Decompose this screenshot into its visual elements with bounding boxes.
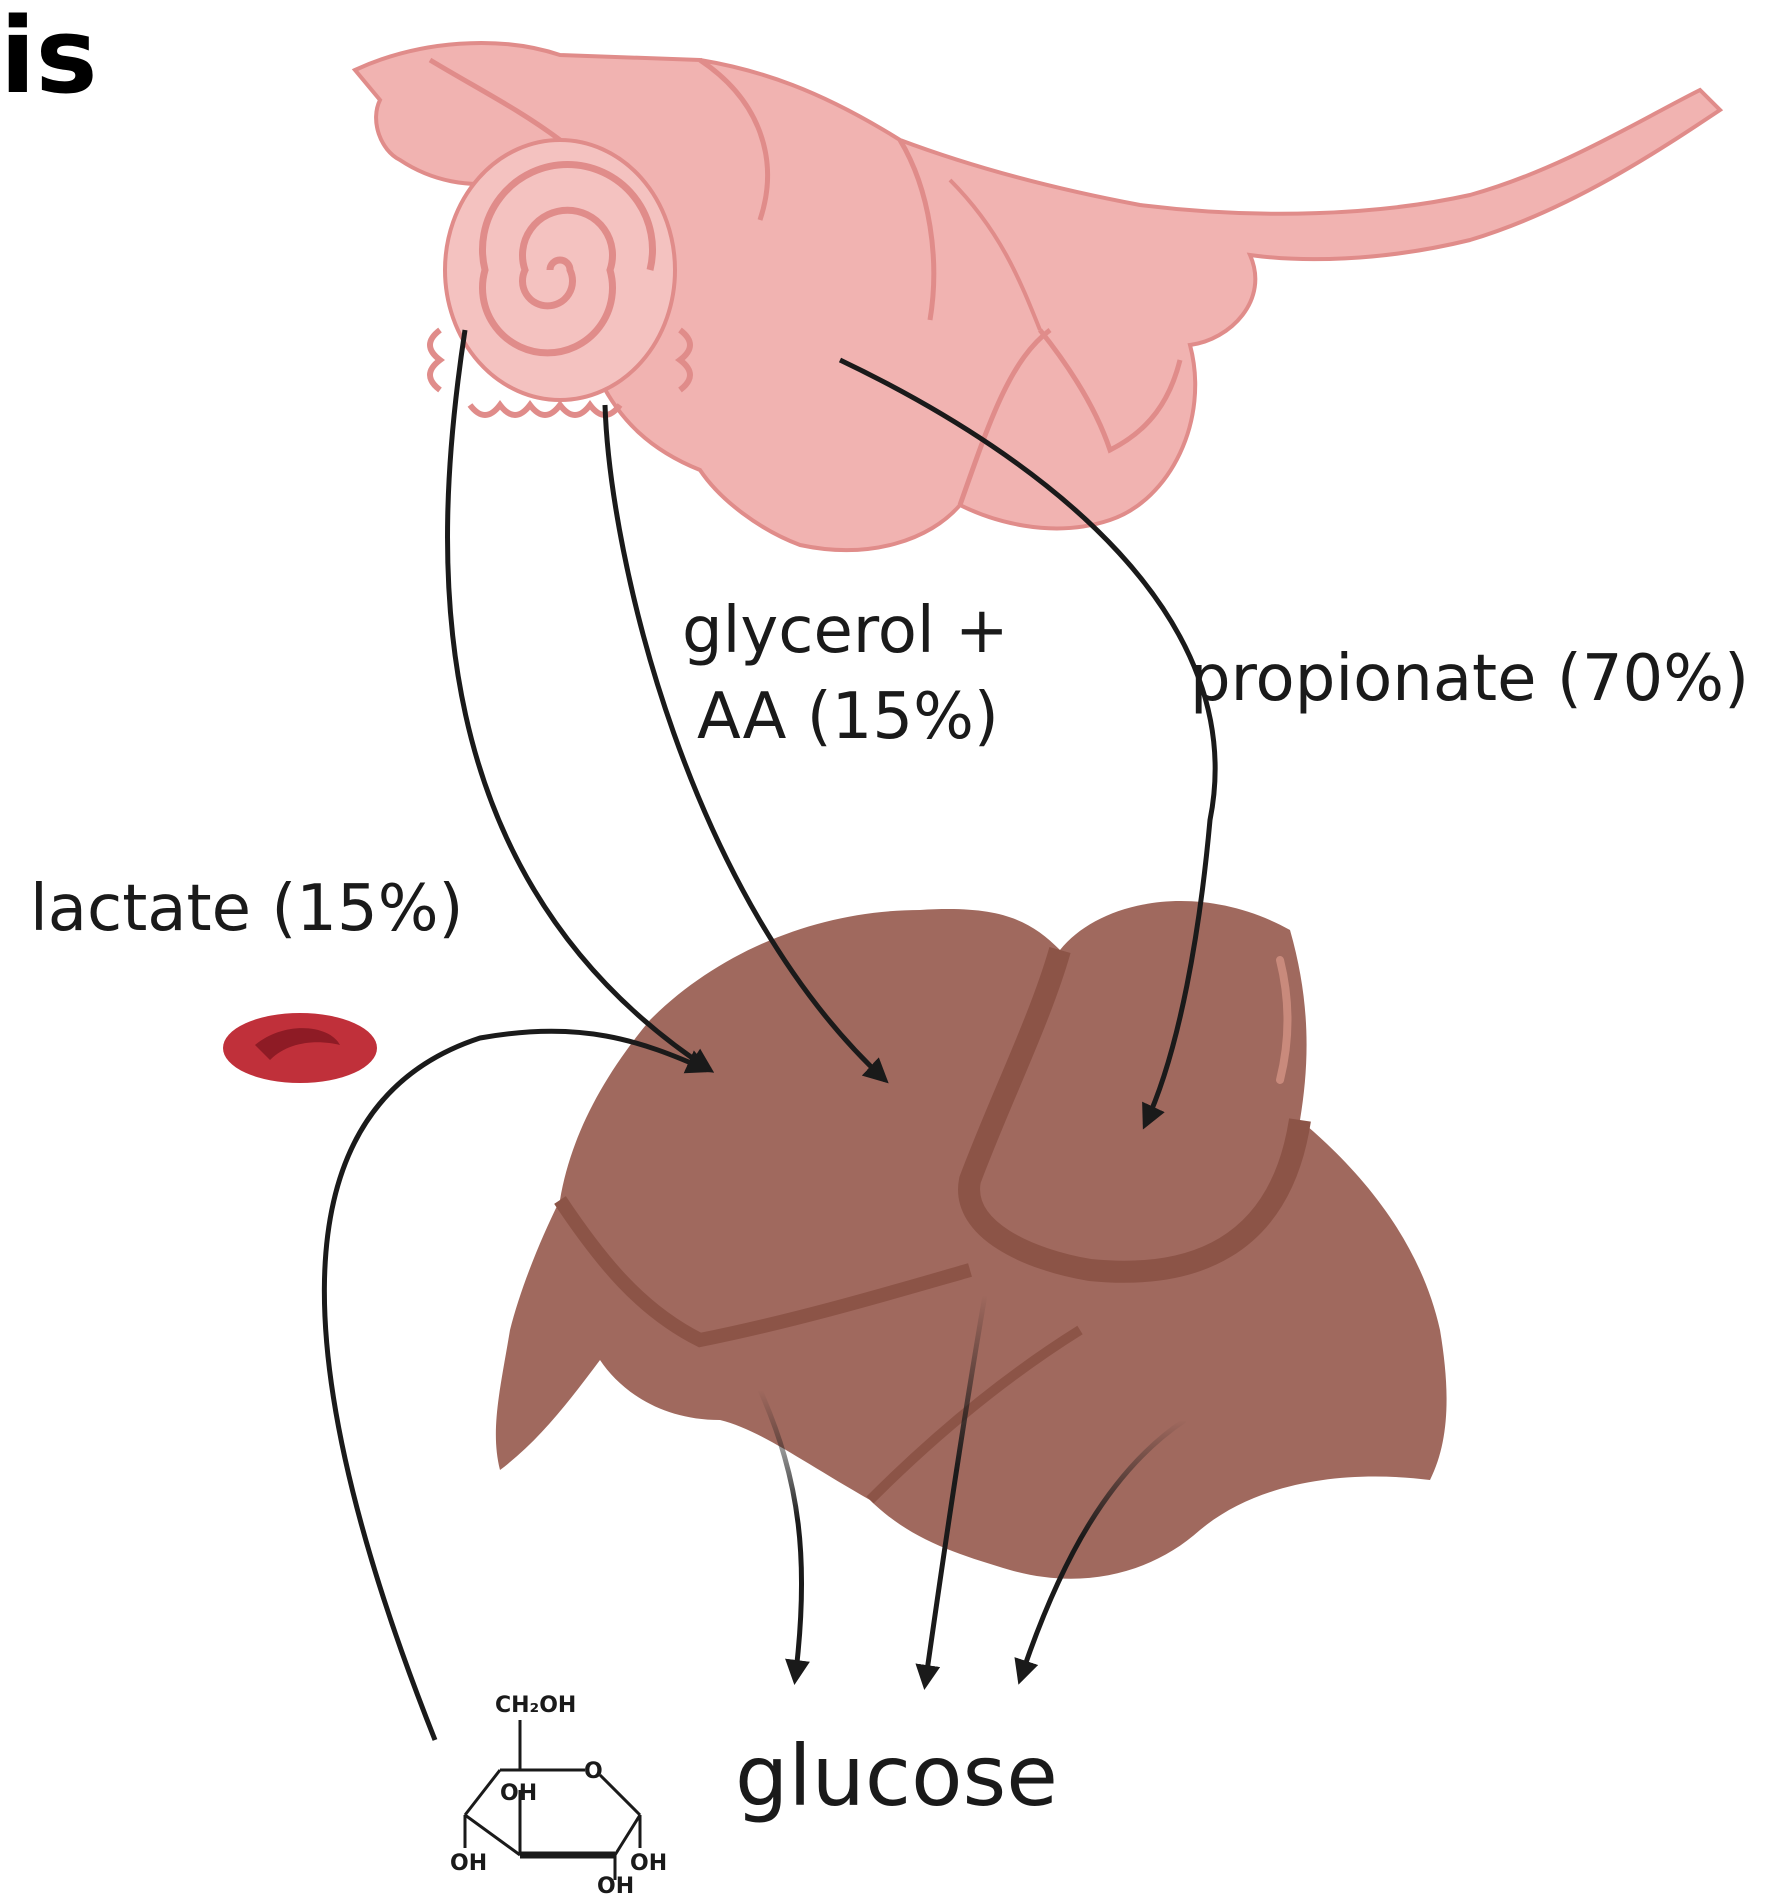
oh-bottom-label: OH bbox=[597, 1874, 634, 1894]
title-fragment: is bbox=[0, 0, 98, 117]
lactate-label: lactate (15%) bbox=[30, 872, 464, 946]
ring-oxygen-label: O bbox=[584, 1759, 603, 1784]
glucose-molecule bbox=[465, 1720, 640, 1880]
propionate-label: propionate (70%) bbox=[1190, 642, 1749, 716]
glucose-label: glucose bbox=[735, 1727, 1058, 1825]
oh-inner-label: OH bbox=[500, 1781, 537, 1806]
glycerol-label-line2: AA (15%) bbox=[697, 680, 999, 754]
gut-illustration bbox=[355, 43, 1720, 550]
ch2oh-label: CH₂OH bbox=[495, 1693, 576, 1718]
glycerol-label-line1: glycerol + bbox=[682, 594, 1009, 668]
oh-left-label: OH bbox=[450, 1851, 487, 1876]
liver-illustration bbox=[496, 901, 1447, 1579]
red-blood-cell-illustration bbox=[223, 1013, 377, 1083]
oh-right-label: OH bbox=[630, 1851, 667, 1876]
